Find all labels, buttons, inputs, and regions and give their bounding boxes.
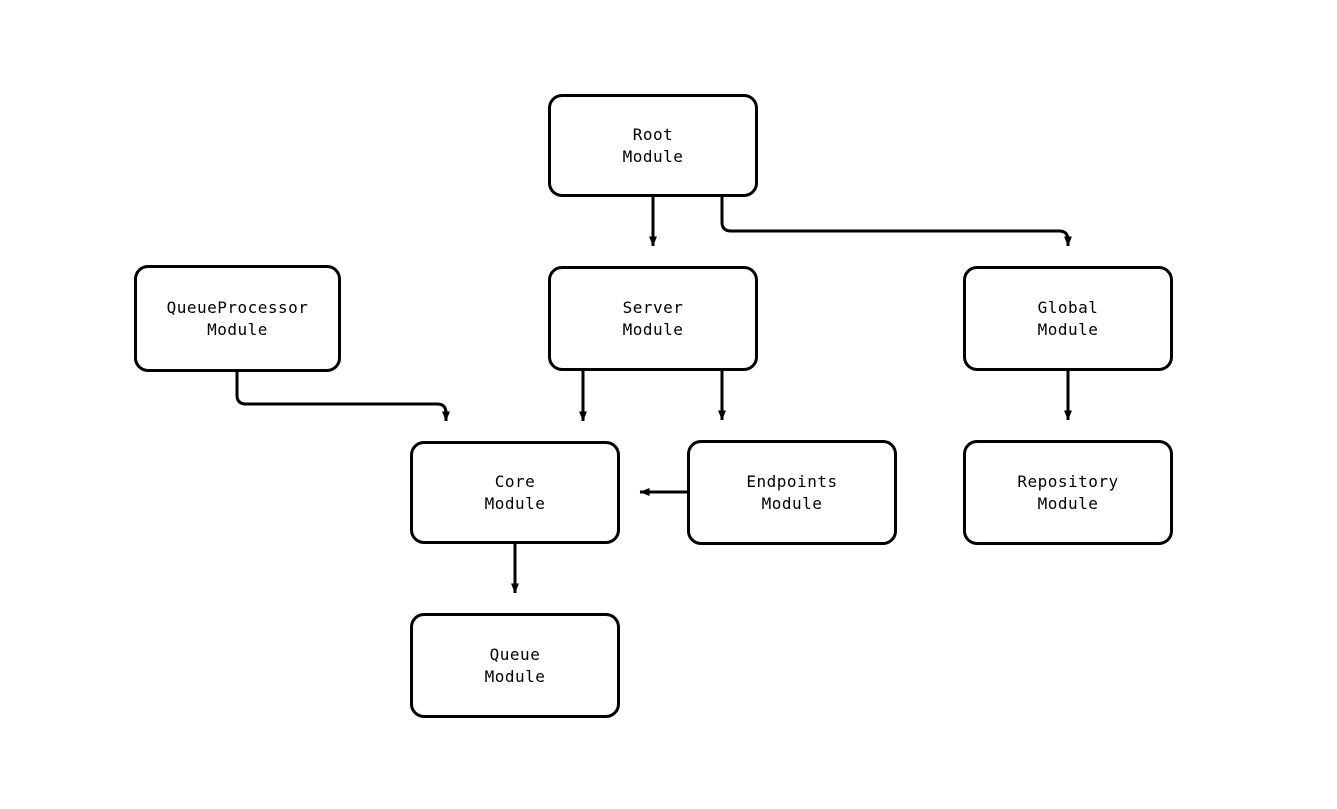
node-endpoints-module[interactable]: Endpoints Module	[687, 440, 897, 545]
node-queueprocessor-module[interactable]: QueueProcessor Module	[134, 265, 341, 372]
edge-queueprocessor-to-core	[235, 372, 450, 422]
node-root-module-label-line2: Module	[622, 146, 684, 166]
node-server-module-label-line1: Server	[622, 297, 684, 317]
node-endpoints-module-label-line1: Endpoints	[746, 471, 838, 491]
node-repository-module-label-line2: Module	[1037, 493, 1099, 513]
node-global-module-label-line2: Module	[1037, 319, 1099, 339]
node-queue-module-label-line1: Queue	[489, 644, 541, 664]
node-repository-module-label-line1: Repository	[1017, 471, 1119, 491]
node-global-module-label-line1: Global	[1037, 297, 1099, 317]
node-root-module[interactable]: Root Module	[548, 94, 758, 197]
node-repository-module[interactable]: Repository Module	[963, 440, 1173, 545]
node-core-module-label-line1: Core	[494, 471, 536, 491]
node-core-module[interactable]: Core Module	[410, 441, 620, 544]
node-core-module-label-line2: Module	[484, 493, 546, 513]
node-server-module-label-line2: Module	[622, 319, 684, 339]
node-endpoints-module-label-line2: Module	[761, 493, 823, 513]
node-global-module[interactable]: Global Module	[963, 266, 1173, 371]
node-queueprocessor-module-label-line2: Module	[207, 319, 268, 339]
node-queue-module-label-line2: Module	[484, 666, 546, 686]
node-root-module-label-line1: Root	[632, 124, 674, 144]
node-queue-module[interactable]: Queue Module	[410, 613, 620, 718]
edge-root-to-global	[720, 197, 1072, 247]
node-queueprocessor-module-label-line1: QueueProcessor	[166, 297, 309, 317]
node-server-module[interactable]: Server Module	[548, 266, 758, 371]
